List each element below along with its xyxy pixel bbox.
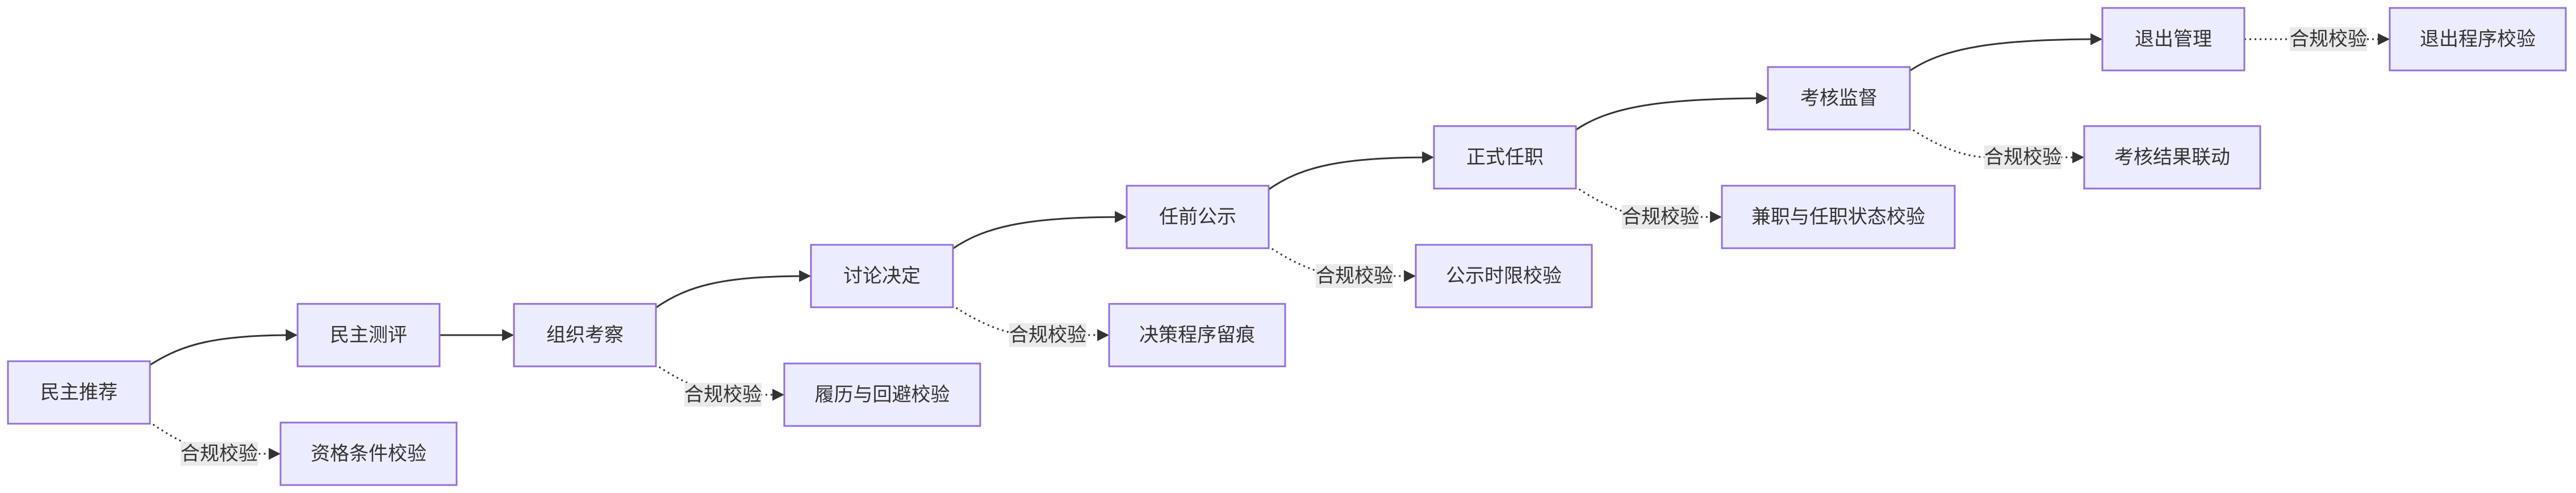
edge-label-text: 合规校验 — [684, 383, 762, 406]
edge-label: 合规校验 — [1009, 323, 1086, 347]
node-c5: 公示时限校验 — [1415, 244, 1593, 308]
node-c7: 考核结果联动 — [2083, 125, 2261, 190]
node-n3: 组织考察 — [513, 303, 657, 367]
node-label: 任前公示 — [1159, 206, 1236, 228]
flow-edge-n4-n5 — [951, 211, 1127, 250]
node-box — [1433, 125, 1577, 190]
flow-edge-n3-n4 — [654, 270, 812, 310]
node-label: 退出管理 — [2135, 28, 2212, 51]
edge-label-background — [2290, 27, 2367, 51]
edge-label: 合规校验 — [1622, 205, 1699, 229]
node-box — [296, 303, 441, 367]
edge-label-background — [1316, 264, 1393, 288]
edge-label: 合规校验 — [1316, 264, 1393, 288]
node-c6: 兼职与任职状态校验 — [1721, 185, 1956, 249]
node-c4: 决策程序留痕 — [1108, 303, 1286, 367]
node-box — [1108, 303, 1286, 367]
node-box — [810, 244, 954, 308]
node-c3: 履历与回避校验 — [783, 362, 981, 427]
node-label: 资格条件校验 — [311, 442, 426, 465]
node-n4: 讨论决定 — [810, 244, 954, 308]
edge-label-background — [1622, 205, 1699, 229]
node-box — [1721, 185, 1956, 249]
node-label: 组织考察 — [546, 324, 624, 346]
node-box — [513, 303, 657, 367]
edge-label: 合规校验 — [181, 442, 258, 466]
node-label: 公示时限校验 — [1446, 265, 1562, 287]
node-label: 考核监督 — [1800, 87, 1877, 110]
node-label: 履历与回避校验 — [815, 383, 950, 406]
node-label: 民主测评 — [330, 324, 407, 346]
node-box — [2083, 125, 2261, 190]
node-n6: 正式任职 — [1433, 125, 1577, 190]
edge-label-background — [181, 442, 258, 466]
edge-label-text: 合规校验 — [2290, 28, 2367, 51]
node-box — [783, 362, 981, 427]
node-label: 退出程序校验 — [2420, 28, 2536, 51]
node-n1: 民主推荐 — [7, 360, 151, 425]
edge-label-background — [684, 383, 762, 407]
node-n5: 任前公示 — [1126, 185, 1270, 249]
edge-label-text: 合规校验 — [1622, 206, 1699, 228]
edge-label-text: 合规校验 — [1984, 146, 2061, 169]
edge-label: 合规校验 — [1984, 145, 2061, 169]
edge-label-text: 合规校验 — [1009, 324, 1086, 346]
node-box — [1767, 66, 1911, 131]
node-n7: 考核监督 — [1767, 66, 1911, 131]
node-box — [1415, 244, 1593, 308]
node-label: 正式任职 — [1466, 146, 1544, 169]
edge-label-background — [1984, 145, 2061, 169]
edge-label-text: 合规校验 — [181, 442, 258, 465]
edge-label: 合规校验 — [2290, 27, 2367, 51]
flow-edge-n5-n6 — [1267, 151, 1435, 191]
edge-label: 合规校验 — [684, 383, 762, 407]
edge-label-background — [1009, 323, 1086, 347]
flow-edge-n7-n8 — [1908, 33, 2103, 73]
node-c1: 资格条件校验 — [279, 421, 458, 486]
node-label: 考核结果联动 — [2114, 146, 2230, 169]
node-label: 兼职与任职状态校验 — [1751, 206, 1925, 228]
edge-label-text: 合规校验 — [1316, 265, 1393, 287]
node-box — [7, 360, 151, 425]
node-label: 讨论决定 — [843, 265, 921, 287]
node-c8: 退出程序校验 — [2389, 7, 2567, 72]
node-n8: 退出管理 — [2101, 7, 2245, 72]
flow-edge-n6-n7 — [1574, 92, 1768, 132]
flow-edge-n1-n2 — [148, 329, 298, 367]
node-label: 民主推荐 — [40, 381, 118, 404]
node-n2: 民主测评 — [296, 303, 441, 367]
node-label: 决策程序留痕 — [1139, 324, 1255, 346]
node-box — [1126, 185, 1270, 249]
node-box — [279, 421, 458, 486]
node-box — [2389, 7, 2567, 72]
node-box — [2101, 7, 2245, 72]
